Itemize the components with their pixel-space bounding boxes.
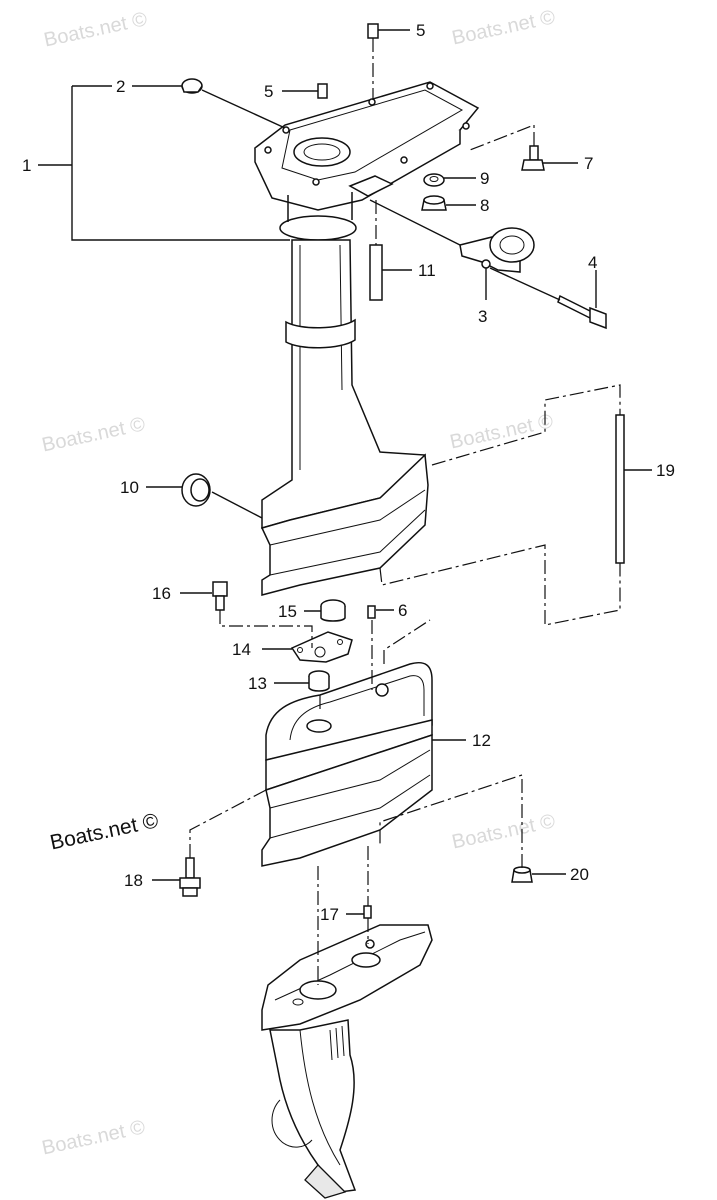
callout-13: 13: [248, 674, 267, 693]
callout-5-top: 5: [416, 21, 425, 40]
explode-line: [379, 774, 523, 868]
extension-housing-part-12: [261, 661, 433, 867]
driveshaft-housing: [260, 192, 429, 596]
callout-9: 9: [480, 169, 489, 188]
callout-14: 14: [232, 640, 251, 659]
explode-line: [469, 124, 535, 151]
callout-8: 8: [480, 196, 489, 215]
plug-part-2: [181, 78, 203, 94]
callout-19: 19: [656, 461, 675, 480]
callout-5-left: 5: [264, 82, 273, 101]
callout-17: 17: [320, 905, 339, 924]
leader-line: [38, 85, 290, 241]
explode-line: [489, 267, 561, 301]
collar-part-13: [308, 670, 330, 692]
callout-2: 2: [116, 77, 125, 96]
plate-part-14: [290, 631, 353, 663]
pin-part-5b: [317, 83, 328, 99]
pin-part-6: [367, 605, 376, 619]
explode-line: [383, 619, 431, 664]
callout-15: 15: [278, 602, 297, 621]
pin-part-5a: [367, 23, 379, 39]
callout-1: 1: [22, 156, 31, 175]
rod-part-11: [369, 244, 383, 301]
callout-16: 16: [152, 584, 171, 603]
bolt-part-4: [557, 294, 607, 330]
bolt-part-18: [179, 857, 201, 897]
grommet-part-10: [181, 473, 211, 507]
bolt-part-7: [521, 145, 545, 171]
callout-4: 4: [588, 253, 597, 272]
explode-line: [189, 789, 267, 858]
washer-part-9: [423, 173, 445, 187]
explode-line: [219, 610, 313, 648]
nut-part-8: [421, 195, 447, 211]
callout-11: 11: [418, 261, 436, 280]
gearcase-housing: [261, 924, 433, 1199]
callout-12: 12: [472, 731, 491, 750]
clamp-bracket-part-3: [459, 227, 535, 273]
upper-mount-plate: [254, 81, 480, 211]
explode-line: [369, 199, 461, 246]
callout-18: 18: [124, 871, 143, 890]
pin-part-17: [363, 905, 372, 919]
callout-6: 6: [398, 601, 407, 620]
long-stud-part-19: [615, 414, 625, 564]
explode-line: [211, 491, 263, 519]
explode-line: [431, 384, 621, 466]
bolt-part-16: [212, 581, 228, 611]
explode-line: [379, 544, 621, 626]
bushing-part-15: [320, 599, 346, 622]
callout-10: 10: [120, 478, 139, 497]
callout-20: 20: [570, 865, 589, 884]
explode-line: [201, 89, 286, 129]
nut-part-20: [511, 866, 533, 883]
callout-3: 3: [478, 307, 487, 326]
callout-7: 7: [584, 154, 593, 173]
